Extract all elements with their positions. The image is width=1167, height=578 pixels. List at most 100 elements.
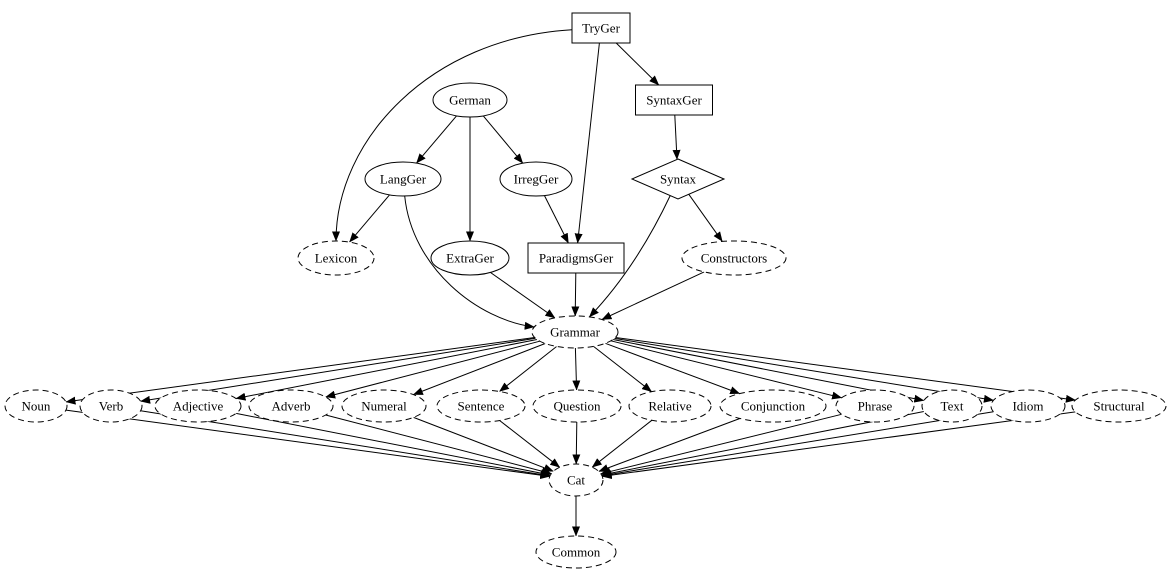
edge-Adverb-Cat [325, 414, 552, 476]
node-Noun: Noun [4, 389, 68, 423]
node-label-LangGer: LangGer [380, 172, 427, 187]
node-shape-Phrase [835, 389, 915, 423]
edge-Grammar-Adjective [235, 339, 538, 401]
node-label-Sentence: Sentence [458, 399, 505, 414]
edges-layer [65, 29, 1076, 537]
node-shape-Structural [1071, 389, 1167, 423]
edge-Grammar-Question [572, 347, 581, 391]
node-Verb: Verb [79, 389, 143, 423]
node-Adverb: Adverb [248, 389, 334, 423]
edge-Question-Cat [572, 421, 581, 465]
node-IrregGer: IrregGer [499, 161, 573, 197]
edge-Grammar-Idiom [614, 337, 994, 403]
node-shape-Verb [79, 389, 143, 423]
node-shape-TryGer [571, 12, 631, 44]
node-label-Numeral: Numeral [361, 399, 407, 414]
node-label-ParadigmsGer: ParadigmsGer [539, 251, 614, 266]
node-label-German: German [449, 93, 491, 108]
node-shape-ParadigmsGer [527, 242, 625, 274]
edge-Text-Cat [601, 411, 924, 478]
edge-German-IrregGer [482, 115, 524, 164]
edge-German-LangGer [416, 115, 457, 164]
node-label-Relative: Relative [648, 399, 692, 414]
edge-ParadigmsGer-Grammar [571, 272, 580, 317]
node-shape-Syntax [630, 158, 726, 200]
edge-TryGer-Lexicon [332, 29, 573, 242]
node-shape-German [432, 82, 508, 118]
node-label-TryGer: TryGer [582, 21, 620, 36]
node-label-Lexicon: Lexicon [315, 251, 358, 266]
node-label-Verb: Verb [99, 399, 124, 414]
node-label-Adjective: Adjective [173, 399, 224, 414]
edge-TryGer-SyntaxGer [615, 42, 660, 86]
node-label-Constructors: Constructors [701, 251, 767, 266]
node-Text: Text [921, 389, 983, 423]
node-label-Text: Text [941, 399, 964, 414]
edge-Grammar-Relative [593, 346, 652, 393]
node-Idiom: Idiom [990, 389, 1066, 423]
edge-Numeral-Cat [413, 416, 554, 472]
node-ExtraGer: ExtraGer [430, 240, 510, 276]
node-Common: Common [535, 535, 617, 569]
node-label-Adverb: Adverb [272, 399, 311, 414]
node-TryGer: TryGer [571, 12, 631, 44]
edge-Grammar-Conjunction [605, 342, 741, 395]
node-shape-Sentence [436, 389, 526, 423]
edge-TryGer-ParadigmsGer [574, 42, 600, 244]
edge-IrregGer-ParadigmsGer [543, 195, 569, 244]
edge-Adjective-Cat [236, 412, 551, 478]
edge-Syntax-Grammar [589, 195, 671, 318]
node-Sentence: Sentence [436, 389, 526, 423]
node-Lexicon: Lexicon [297, 240, 375, 276]
node-shape-IrregGer [499, 161, 573, 197]
node-Constructors: Constructors [681, 240, 787, 276]
node-shape-Constructors [681, 240, 787, 276]
node-label-Phrase: Phrase [858, 399, 893, 414]
edge-Sentence-Cat [499, 420, 561, 468]
node-shape-Common [535, 535, 617, 569]
node-Relative: Relative [628, 389, 712, 423]
node-label-SyntaxGer: SyntaxGer [646, 93, 702, 108]
node-label-Conjunction: Conjunction [741, 399, 806, 414]
node-Grammar: Grammar [531, 315, 619, 349]
node-label-ExtraGer: ExtraGer [446, 251, 494, 266]
node-label-Noun: Noun [22, 399, 51, 414]
node-shape-Lexicon [297, 240, 375, 276]
node-Cat: Cat [548, 463, 604, 497]
node-label-Common: Common [552, 545, 601, 560]
edge-Structural-Cat [601, 411, 1076, 480]
edge-LangGer-Grammar [404, 195, 535, 330]
node-shape-Cat [548, 463, 604, 497]
node-shape-Idiom [990, 389, 1066, 423]
edge-Grammar-Phrase [610, 340, 843, 400]
node-Phrase: Phrase [835, 389, 915, 423]
node-ParadigmsGer: ParadigmsGer [527, 242, 625, 274]
node-label-Cat: Cat [567, 473, 585, 488]
node-shape-ExtraGer [430, 240, 510, 276]
node-shape-Relative [628, 389, 712, 423]
node-shape-Noun [4, 389, 68, 423]
edge-Grammar-Adverb [325, 340, 540, 399]
node-shape-Text [921, 389, 983, 423]
edge-Relative-Cat [591, 419, 653, 468]
node-shape-Adjective [154, 389, 242, 423]
node-Numeral: Numeral [341, 389, 427, 423]
edge-ExtraGer-Grammar [490, 272, 556, 319]
edge-Grammar-Noun [65, 337, 535, 405]
edge-Constructors-Grammar [601, 271, 705, 320]
edge-SyntaxGer-Syntax [672, 114, 681, 160]
edge-Conjunction-Cat [598, 418, 740, 472]
node-label-Syntax: Syntax [660, 172, 697, 187]
node-Adjective: Adjective [154, 389, 242, 423]
edge-Noun-Cat [65, 409, 551, 480]
node-SyntaxGer: SyntaxGer [635, 84, 713, 116]
edge-Idiom-Cat [601, 411, 994, 479]
node-Syntax: Syntax [630, 158, 726, 200]
edge-Phrase-Cat [600, 413, 842, 476]
edge-Syntax-Constructors [688, 194, 723, 242]
edge-Grammar-Sentence [499, 346, 557, 392]
node-label-Idiom: Idiom [1012, 399, 1043, 414]
